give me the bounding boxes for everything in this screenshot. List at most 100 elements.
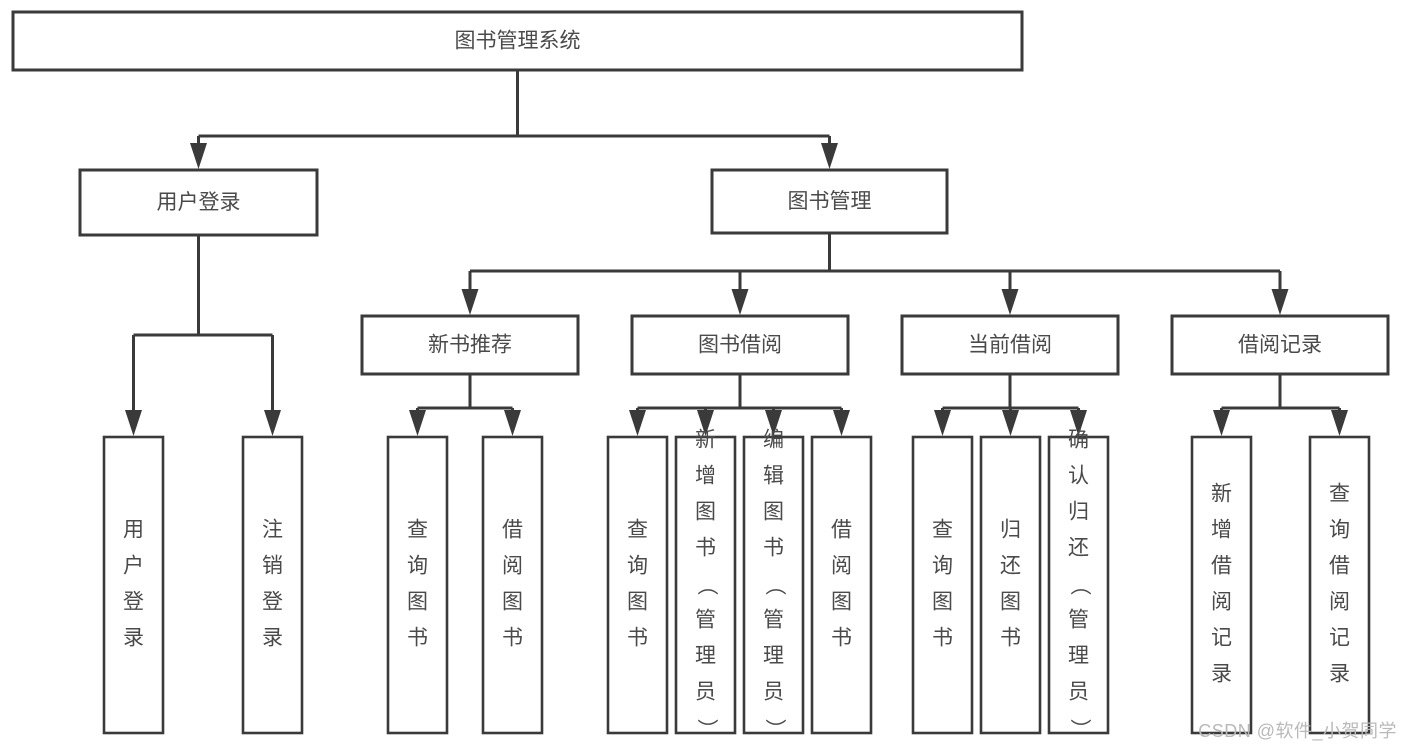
svg-text:员: 员 bbox=[695, 681, 716, 704]
svg-text:阅: 阅 bbox=[831, 555, 852, 578]
node-box bbox=[911, 435, 974, 735]
svg-text:用: 用 bbox=[123, 519, 144, 542]
connector-group bbox=[461, 233, 1289, 315]
svg-text:）: ） bbox=[1068, 719, 1091, 740]
svg-text:书: 书 bbox=[627, 627, 648, 650]
svg-text:（: （ bbox=[1068, 575, 1091, 596]
svg-text:登: 登 bbox=[262, 591, 283, 614]
svg-text:记: 记 bbox=[1329, 627, 1350, 650]
svg-text:增: 增 bbox=[695, 465, 716, 488]
svg-text:阅: 阅 bbox=[1211, 591, 1232, 614]
svg-text:书: 书 bbox=[695, 537, 716, 560]
svg-text:新: 新 bbox=[695, 429, 716, 452]
svg-text:询: 询 bbox=[932, 555, 953, 578]
node-book-management[interactable]: 图书管理 bbox=[710, 168, 949, 235]
node-label: 用户登录 bbox=[157, 191, 241, 214]
connector-group bbox=[934, 374, 1087, 436]
svg-text:记: 记 bbox=[1211, 627, 1232, 650]
node-label: 新书推荐 bbox=[428, 334, 512, 357]
node-book-borrow[interactable]: 图书借阅 bbox=[630, 314, 850, 376]
svg-text:（: （ bbox=[763, 575, 786, 596]
node-user-login[interactable]: 用户登录 bbox=[78, 168, 319, 237]
svg-text:录: 录 bbox=[262, 627, 283, 650]
node-box bbox=[1170, 314, 1390, 376]
node-box bbox=[1308, 435, 1371, 735]
svg-text:户: 户 bbox=[123, 555, 144, 578]
node-box bbox=[674, 435, 737, 735]
node-layer: 图书管理系统用户登录图书管理新书推荐图书借阅当前借阅借阅记录用户登录注销登录查询… bbox=[11, 10, 1390, 740]
watermark-label: CSDN @软件_小贺同学 bbox=[1198, 721, 1397, 741]
svg-text:确: 确 bbox=[1068, 429, 1089, 452]
connector-group bbox=[409, 374, 521, 436]
node-current-borrow[interactable]: 当前借阅 bbox=[900, 314, 1120, 376]
node-box bbox=[606, 435, 669, 735]
node-box bbox=[360, 314, 580, 376]
svg-text:录: 录 bbox=[123, 627, 144, 650]
connector-group bbox=[1213, 374, 1348, 436]
node-box bbox=[1190, 435, 1253, 735]
node-root[interactable]: 图书管理系统 bbox=[11, 10, 1024, 72]
svg-text:员: 员 bbox=[763, 681, 784, 704]
svg-text:理: 理 bbox=[1068, 645, 1089, 668]
node-box bbox=[102, 435, 165, 735]
svg-text:图: 图 bbox=[407, 591, 428, 614]
svg-text:借: 借 bbox=[502, 519, 523, 542]
svg-text:图: 图 bbox=[1000, 591, 1021, 614]
svg-text:管: 管 bbox=[695, 609, 716, 632]
svg-text:管: 管 bbox=[1068, 609, 1089, 632]
svg-text:管: 管 bbox=[763, 609, 784, 632]
node-label: 图书借阅 bbox=[698, 334, 782, 357]
node-leaf-user-login[interactable]: 用户登录 bbox=[102, 435, 165, 735]
node-box bbox=[11, 10, 1024, 72]
node-new-book-recommend[interactable]: 新书推荐 bbox=[360, 314, 580, 376]
svg-text:书: 书 bbox=[1000, 627, 1021, 650]
node-label: 图书管理系统 bbox=[455, 30, 581, 53]
svg-text:录: 录 bbox=[1329, 663, 1350, 686]
node-box bbox=[386, 435, 449, 735]
svg-text:书: 书 bbox=[502, 627, 523, 650]
svg-text:询: 询 bbox=[627, 555, 648, 578]
svg-text:查: 查 bbox=[407, 519, 428, 542]
svg-text:借: 借 bbox=[1211, 555, 1232, 578]
svg-text:阅: 阅 bbox=[1329, 591, 1350, 614]
svg-text:图: 图 bbox=[932, 591, 953, 614]
svg-text:还: 还 bbox=[1000, 555, 1021, 578]
svg-text:销: 销 bbox=[262, 555, 283, 578]
svg-text:辑: 辑 bbox=[763, 465, 784, 488]
node-box bbox=[241, 435, 304, 735]
svg-text:阅: 阅 bbox=[502, 555, 523, 578]
node-borrow-record[interactable]: 借阅记录 bbox=[1170, 314, 1390, 376]
connector-group bbox=[629, 374, 850, 436]
svg-text:查: 查 bbox=[627, 519, 648, 542]
node-label: 图书管理 bbox=[788, 190, 872, 213]
svg-text:书: 书 bbox=[831, 627, 852, 650]
svg-text:归: 归 bbox=[1000, 519, 1021, 542]
svg-text:理: 理 bbox=[695, 645, 716, 668]
svg-text:询: 询 bbox=[407, 555, 428, 578]
svg-text:询: 询 bbox=[1329, 519, 1350, 542]
svg-text:员: 员 bbox=[1068, 681, 1089, 704]
